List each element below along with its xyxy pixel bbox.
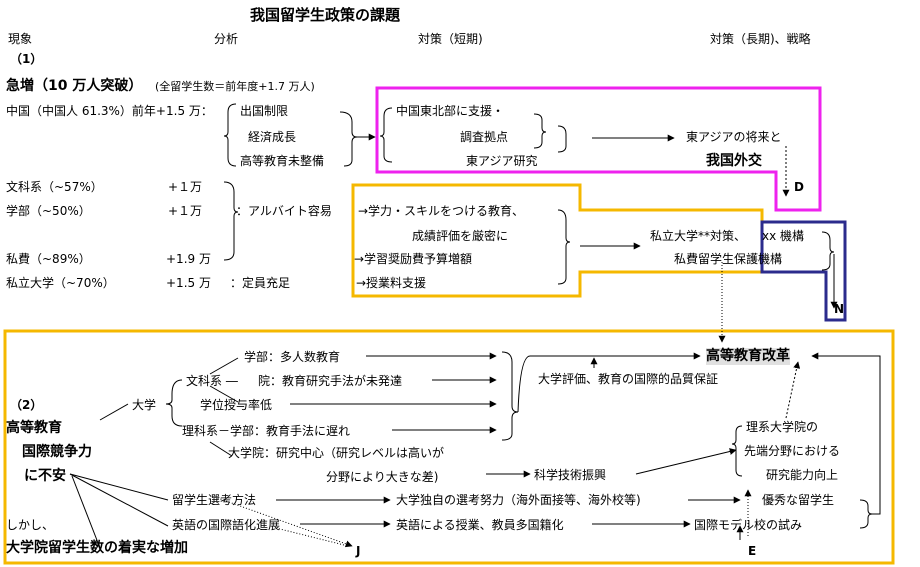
excellent-students: 優秀な留学生 [762,493,835,507]
label-e: E [748,544,757,558]
china-label: 中国（中国人 61.3%）前年+1.5 万： [6,104,213,118]
arbeit-reason: ：アルバイト容易 [236,204,332,218]
university-label: 大学 [132,398,157,412]
univ-evaluation: 大学評価、教育の国際的品質保証 [538,372,719,386]
humanities-share: 文科系（~57%） [6,180,103,194]
east-asia-future: 東アジアの将来と [686,130,782,144]
measure-scholarship: →学習奨励費予算増額 [354,252,473,266]
measure-grading: 成績評価を厳密に [412,229,509,243]
xx-org: xx 機構 [762,229,805,243]
header-phenomenon: 現象 [8,32,33,46]
section1-heading-note: (全留学生数＝前年度+1.7 万人) [155,80,315,93]
capacity-reason: ：定員充足 [230,276,291,290]
section2-title-2: 国際競争力 [22,444,92,460]
label-n: N [834,302,845,316]
self-funded-increase: +1.9 万 [166,252,211,266]
section1-heading: 急増（10 万人突破） [6,78,143,94]
undergrad-increase: +１万 [168,204,203,218]
header-short-term: 対策（短期) [418,32,483,46]
section2-number: （2） [10,398,43,412]
science-grad-adv-2: 先端分野における [744,444,841,458]
higher-ed-reform: 高等教育改革 [706,348,790,365]
private-measures: 私立大学**対策、 [650,229,747,243]
science-grad-2: 分野により大きな差) [326,470,439,484]
science-grad-adv-1: 理系大学院の [746,420,819,434]
grad-method: 院：教育研究手法が未発達 [258,374,403,388]
science-grad-1: 大学院：研究中心（研究レベルは高いが [228,446,445,460]
china-cause-2: 経済成長 [248,130,297,144]
undergrad-share: 学部（~50%） [6,204,91,218]
private-univ-share: 私立大学（~70%） [6,276,115,290]
english-spread: 英語の国際語化進展 [172,518,281,532]
private-support-org: 私費留学生保護機構 [674,252,783,266]
china-support: 中国東北部に支援・ [396,104,505,118]
humanities-branch: 文科系 ― [186,374,238,388]
label-j: J [356,544,361,558]
selection-method: 留学生選考方法 [172,493,257,507]
label-d: D [794,180,804,194]
science-undergrad: 理科系－学部：教育手法に遅れ [182,424,351,438]
intl-model-school: 国際モデル校の試み [694,518,803,532]
science-tech-promotion: 科学技術振興 [534,468,607,482]
survey-base: 調査拠点 [460,130,509,144]
humanities-increase: +１万 [168,180,203,194]
measure-tuition: →授業料支援 [356,276,427,290]
science-grad-adv-3: 研究能力向上 [766,468,839,482]
china-cause-1: 出国制限 [240,104,289,118]
magenta-box [375,86,822,212]
grad-increase: 大学院留学生数の着実な増加 [6,540,188,556]
section2-frame [3,329,895,565]
china-cause-3: 高等教育未整備 [240,154,325,168]
private-univ-increase: +1.5 万 [166,276,211,290]
diagram-title: 我国留学生政策の課題 [250,6,401,24]
english-classes: 英語による授業、教員多国籍化 [396,518,564,532]
measure-skills: →学力・スキルをつける教育、 [358,204,525,218]
header-long-term: 対策（長期)、戦略 [710,32,811,46]
own-selection: 大学独自の選考努力（海外面接等、海外校等) [396,493,641,507]
header-analysis: 分析 [214,32,239,46]
self-funded-share: 私費（~89%） [6,252,91,266]
diplomacy: 我国外交 [706,153,762,169]
mass-education: 学部：多人数教育 [244,350,341,364]
section2-title-3: に不安 [24,468,66,484]
navy-box [760,220,847,322]
degree-rate: 学位授与率低 [200,398,273,412]
however-label: しかし、 [6,518,55,532]
section2-title-1: 高等教育 [6,420,62,436]
section1-number: （1） [10,52,43,66]
east-asia-research: 東アジア研究 [466,154,538,168]
